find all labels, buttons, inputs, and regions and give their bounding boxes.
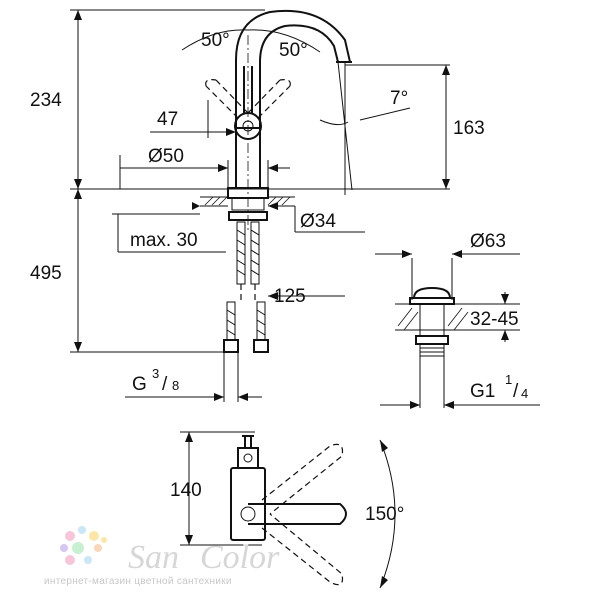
dim-height-bottom: 495 xyxy=(30,263,62,284)
handle-swing-left xyxy=(205,79,249,119)
dim-thread-den: 8 xyxy=(172,378,179,393)
watermark-brand: San xyxy=(128,539,179,576)
dim-waste-thread-main: G1 xyxy=(470,381,495,402)
dim-waste-range: 32-45 xyxy=(470,309,519,330)
watermark-dot xyxy=(94,544,102,552)
fixing-nut xyxy=(228,211,268,221)
waste-flange xyxy=(409,297,455,305)
watermark-dot xyxy=(89,531,99,541)
spout-outer xyxy=(235,9,351,128)
spout-inner xyxy=(259,24,339,128)
dim-max-thickness: max. 30 xyxy=(130,230,198,251)
dim-waste-thread-num: 1 xyxy=(505,372,512,387)
dim-waste-thread-den: 4 xyxy=(521,386,528,401)
dim-swivel-angle: 150° xyxy=(365,504,404,525)
waste-valve-view: Ø63 32-45 G1 1 / 4 xyxy=(375,231,540,409)
waste-body xyxy=(419,303,445,337)
plan-spout-pivot xyxy=(240,506,256,522)
spout-angle-leader xyxy=(359,107,411,121)
dim-waste-thread-slash: / xyxy=(513,381,519,402)
watermark-tagline: интернет-магазин цветной сантехники xyxy=(44,576,232,587)
dim-thread-slash: / xyxy=(162,374,168,395)
countertop-hatch xyxy=(204,196,291,206)
waste-nut xyxy=(415,335,449,345)
watermark-dots xyxy=(60,526,107,565)
watermark-dot xyxy=(60,544,68,552)
waste-tail xyxy=(419,343,445,357)
watermark-dot xyxy=(72,542,84,554)
dim-hose-length: 125 xyxy=(274,286,306,307)
dim-handle-offset: 47 xyxy=(157,109,178,130)
dim-spout-angle: 7° xyxy=(390,88,408,109)
basin-hatch xyxy=(397,307,469,331)
plan-spout xyxy=(248,503,347,525)
handle-swing-right xyxy=(247,79,291,119)
watermark-dot xyxy=(65,555,75,565)
handle-angle-arc-left xyxy=(181,29,249,51)
plan-view: 140 150° xyxy=(170,431,404,589)
dim-waste-diameter: Ø63 xyxy=(470,231,506,252)
spout-angle-arc xyxy=(319,119,349,126)
dim-thread-main: G xyxy=(132,374,147,395)
watermark-dot xyxy=(101,537,107,543)
dim-plan-depth: 140 xyxy=(170,480,202,501)
watermark-logo: San Color интернет-магазин цветной санте… xyxy=(44,526,280,587)
dim-angle-left: 50° xyxy=(201,30,230,51)
mounting-shank xyxy=(231,197,265,211)
plan-lever-base xyxy=(237,447,259,469)
watermark-dot xyxy=(65,531,75,541)
hose-connector-right xyxy=(253,339,269,353)
waste-plug xyxy=(412,286,452,299)
plan-lever-pivot xyxy=(243,453,253,463)
dim-spout-height: 163 xyxy=(453,118,485,139)
handle-angle-arc-right xyxy=(247,29,321,53)
dim-base-diameter: Ø50 xyxy=(148,146,184,167)
elevation-view: 234 495 163 50° 50° 7° 47 Ø50 xyxy=(30,9,485,402)
watermark-dot xyxy=(84,556,92,564)
hose-connector-left xyxy=(223,339,239,353)
watermark-brand-2: Color xyxy=(200,539,280,576)
dim-hole-diameter: Ø34 xyxy=(300,211,336,232)
dim-height-top: 234 xyxy=(30,90,62,111)
supply-hoses xyxy=(223,221,269,353)
plan-swivel-arc xyxy=(379,439,396,589)
dim-thread-num: 3 xyxy=(152,366,159,381)
watermark-dot xyxy=(78,526,86,534)
dim-angle-right: 50° xyxy=(279,40,308,61)
